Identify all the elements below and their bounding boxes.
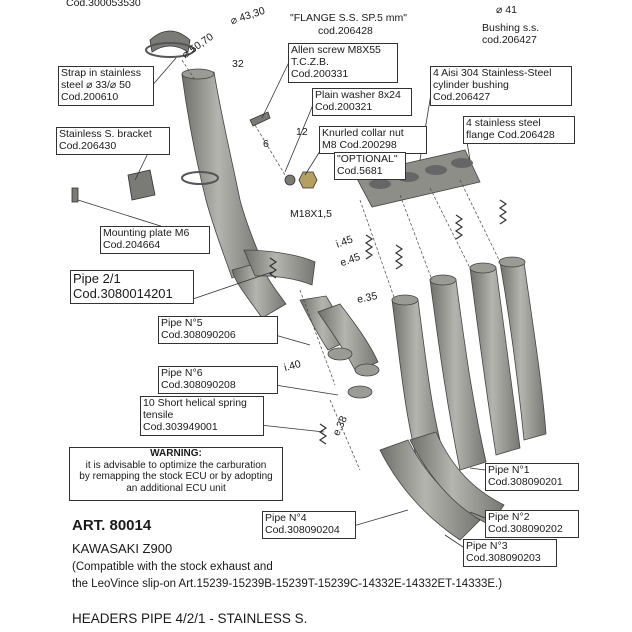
sflange-line-1: 4 stainless steel xyxy=(466,117,541,129)
pipe-5-code: Cod.308090206 xyxy=(161,329,236,341)
warning-line-3: an additional ECU unit xyxy=(126,482,226,494)
optional-title: "OPTIONAL" xyxy=(337,153,398,165)
aisi-line-2: cylinder bushing xyxy=(433,79,509,91)
article-compat-line-2: the LeoVince slip-on Art.15239-15239B-15… xyxy=(72,578,503,590)
thread-m18-label: M18X1,5 xyxy=(290,208,333,220)
sflange-line-2: flange Cod.206428 xyxy=(466,129,555,141)
pipe-4-code: Cod.308090204 xyxy=(265,524,340,536)
aisi-bushing-callout: 4 Aisi 304 Stainless-Steel cylinder bush… xyxy=(430,66,572,106)
warning-line-2: by remapping the stock ECU or by adoptin… xyxy=(79,471,273,482)
mounting-plate-code: Cod.204664 xyxy=(103,239,161,251)
washer-callout: Plain washer 8x24 Cod.200321 xyxy=(312,88,412,116)
strap-line-2: steel ⌀ 33/⌀ 50 xyxy=(61,79,131,91)
strap-callout: Strap in stainless steel ⌀ 33/⌀ 50 Cod.2… xyxy=(58,66,154,106)
warning-box: WARNING: it is advisable to optimize the… xyxy=(69,447,283,501)
pipe-6-callout: Pipe N°6 Cod.308090208 xyxy=(158,366,278,394)
pipe-6-code: Cod.308090208 xyxy=(161,379,236,391)
pipe-1-title: Pipe N°1 xyxy=(488,464,530,476)
article-footer: HEADERS PIPE 4/2/1 - STAINLESS S. xyxy=(72,611,308,626)
stainless-flange-callout: 4 stainless steel flange Cod.206428 xyxy=(463,116,575,144)
pipe-2-1-callout: Pipe 2/1 Cod.3080014201 xyxy=(70,270,194,304)
pipe-4-title: Pipe N°4 xyxy=(265,512,307,524)
mounting-plate-callout: Mounting plate M6 Cod.204664 xyxy=(100,226,210,254)
spring-callout: 10 Short helical spring tensile Cod.3039… xyxy=(140,396,264,436)
washer-code: Cod.200321 xyxy=(315,101,373,113)
allen-screw-code: Cod.200331 xyxy=(291,68,349,80)
flange-plate xyxy=(354,149,481,208)
pipe-1-callout: Pipe N°1 Cod.308090201 xyxy=(485,463,579,491)
pipe-3-title: Pipe N°3 xyxy=(466,540,508,552)
dimension-6-label: 6 xyxy=(263,138,269,150)
strap-code: Cod.200610 xyxy=(61,91,119,103)
pipe-5-callout: Pipe N°5 Cod.308090206 xyxy=(158,316,278,344)
bracket-hardware xyxy=(71,111,318,203)
aisi-code: Cod.206427 xyxy=(433,91,491,103)
dimension-12-label: 12 xyxy=(296,126,308,138)
warning-title: WARNING: xyxy=(150,448,202,459)
strap-line-1: Strap in stainless xyxy=(61,67,141,79)
dimension-32-label: 32 xyxy=(232,58,244,70)
warning-line-1: it is advisable to optimize the carburat… xyxy=(85,459,267,471)
pipe-2-title: Pipe N°2 xyxy=(488,511,530,523)
allen-screw-title: Allen screw M8X55 xyxy=(291,44,381,56)
pipe-5-title: Pipe N°5 xyxy=(161,317,203,329)
pipe-4-callout: Pipe N°4 Cod.308090204 xyxy=(262,511,356,539)
pipe-2-code: Cod.308090202 xyxy=(488,523,563,535)
diameter-41-label: ⌀ 41 xyxy=(496,4,517,16)
pipe-2-1-title: Pipe 2/1 xyxy=(73,271,121,286)
article-model: KAWASAKI Z900 xyxy=(72,541,173,556)
bushing-title-label: Bushing s.s. xyxy=(482,22,540,34)
flange-title-label: "FLANGE S.S. SP.5 mm" xyxy=(290,12,407,24)
pipe-2-1-code: Cod.3080014201 xyxy=(73,286,173,301)
collar-nut-callout: Knurled collar nut M8 Cod.200298 xyxy=(319,126,427,154)
bushing-code-label: cod.206427 xyxy=(482,34,537,46)
washer-title: Plain washer 8x24 xyxy=(315,89,401,101)
article-compat-line-1: (Compatible with the stock exhaust and xyxy=(72,561,273,573)
collar-nut-sub: M8 Cod.200298 xyxy=(322,139,397,151)
aisi-line-1: 4 Aisi 304 Stainless-Steel xyxy=(433,67,552,79)
mounting-plate-title: Mounting plate M6 xyxy=(103,227,190,239)
assembly-lines xyxy=(181,59,501,471)
allen-screw-callout: Allen screw M8X55 T.C.Z.B. Cod.200331 xyxy=(288,43,398,83)
bracket-code: Cod.206430 xyxy=(59,140,117,152)
helical-springs xyxy=(268,199,508,445)
pipe-3-code: Cod.308090203 xyxy=(466,552,541,564)
pipe-6-title: Pipe N°6 xyxy=(161,367,203,379)
top-clamp xyxy=(145,30,195,58)
pipe-2-callout: Pipe N°2 Cod.308090202 xyxy=(485,510,579,538)
spring-code: Cod.303949001 xyxy=(143,421,218,433)
flange-code-label: cod.206428 xyxy=(318,25,373,37)
article-title: ART. 80014 xyxy=(72,517,152,534)
pipe-5-6 xyxy=(299,295,380,399)
header-pipes xyxy=(379,256,547,541)
collar-nut-title: Knurled collar nut xyxy=(322,127,404,139)
top-code-label: Cod.300053530 xyxy=(66,0,141,9)
bracket-title: Stainless S. bracket xyxy=(59,128,152,140)
allen-screw-sub: T.C.Z.B. xyxy=(291,56,329,68)
optional-callout: "OPTIONAL" Cod.5681 xyxy=(334,152,406,180)
pipe-1-code: Cod.308090201 xyxy=(488,476,563,488)
spring-line-1: 10 Short helical spring xyxy=(143,397,247,409)
optional-code: Cod.5681 xyxy=(337,165,383,177)
spring-line-2: tensile xyxy=(143,409,174,421)
bracket-callout: Stainless S. bracket Cod.206430 xyxy=(56,127,170,155)
pipe-2-1 xyxy=(181,68,316,319)
pipe-3-callout: Pipe N°3 Cod.308090203 xyxy=(463,539,557,567)
